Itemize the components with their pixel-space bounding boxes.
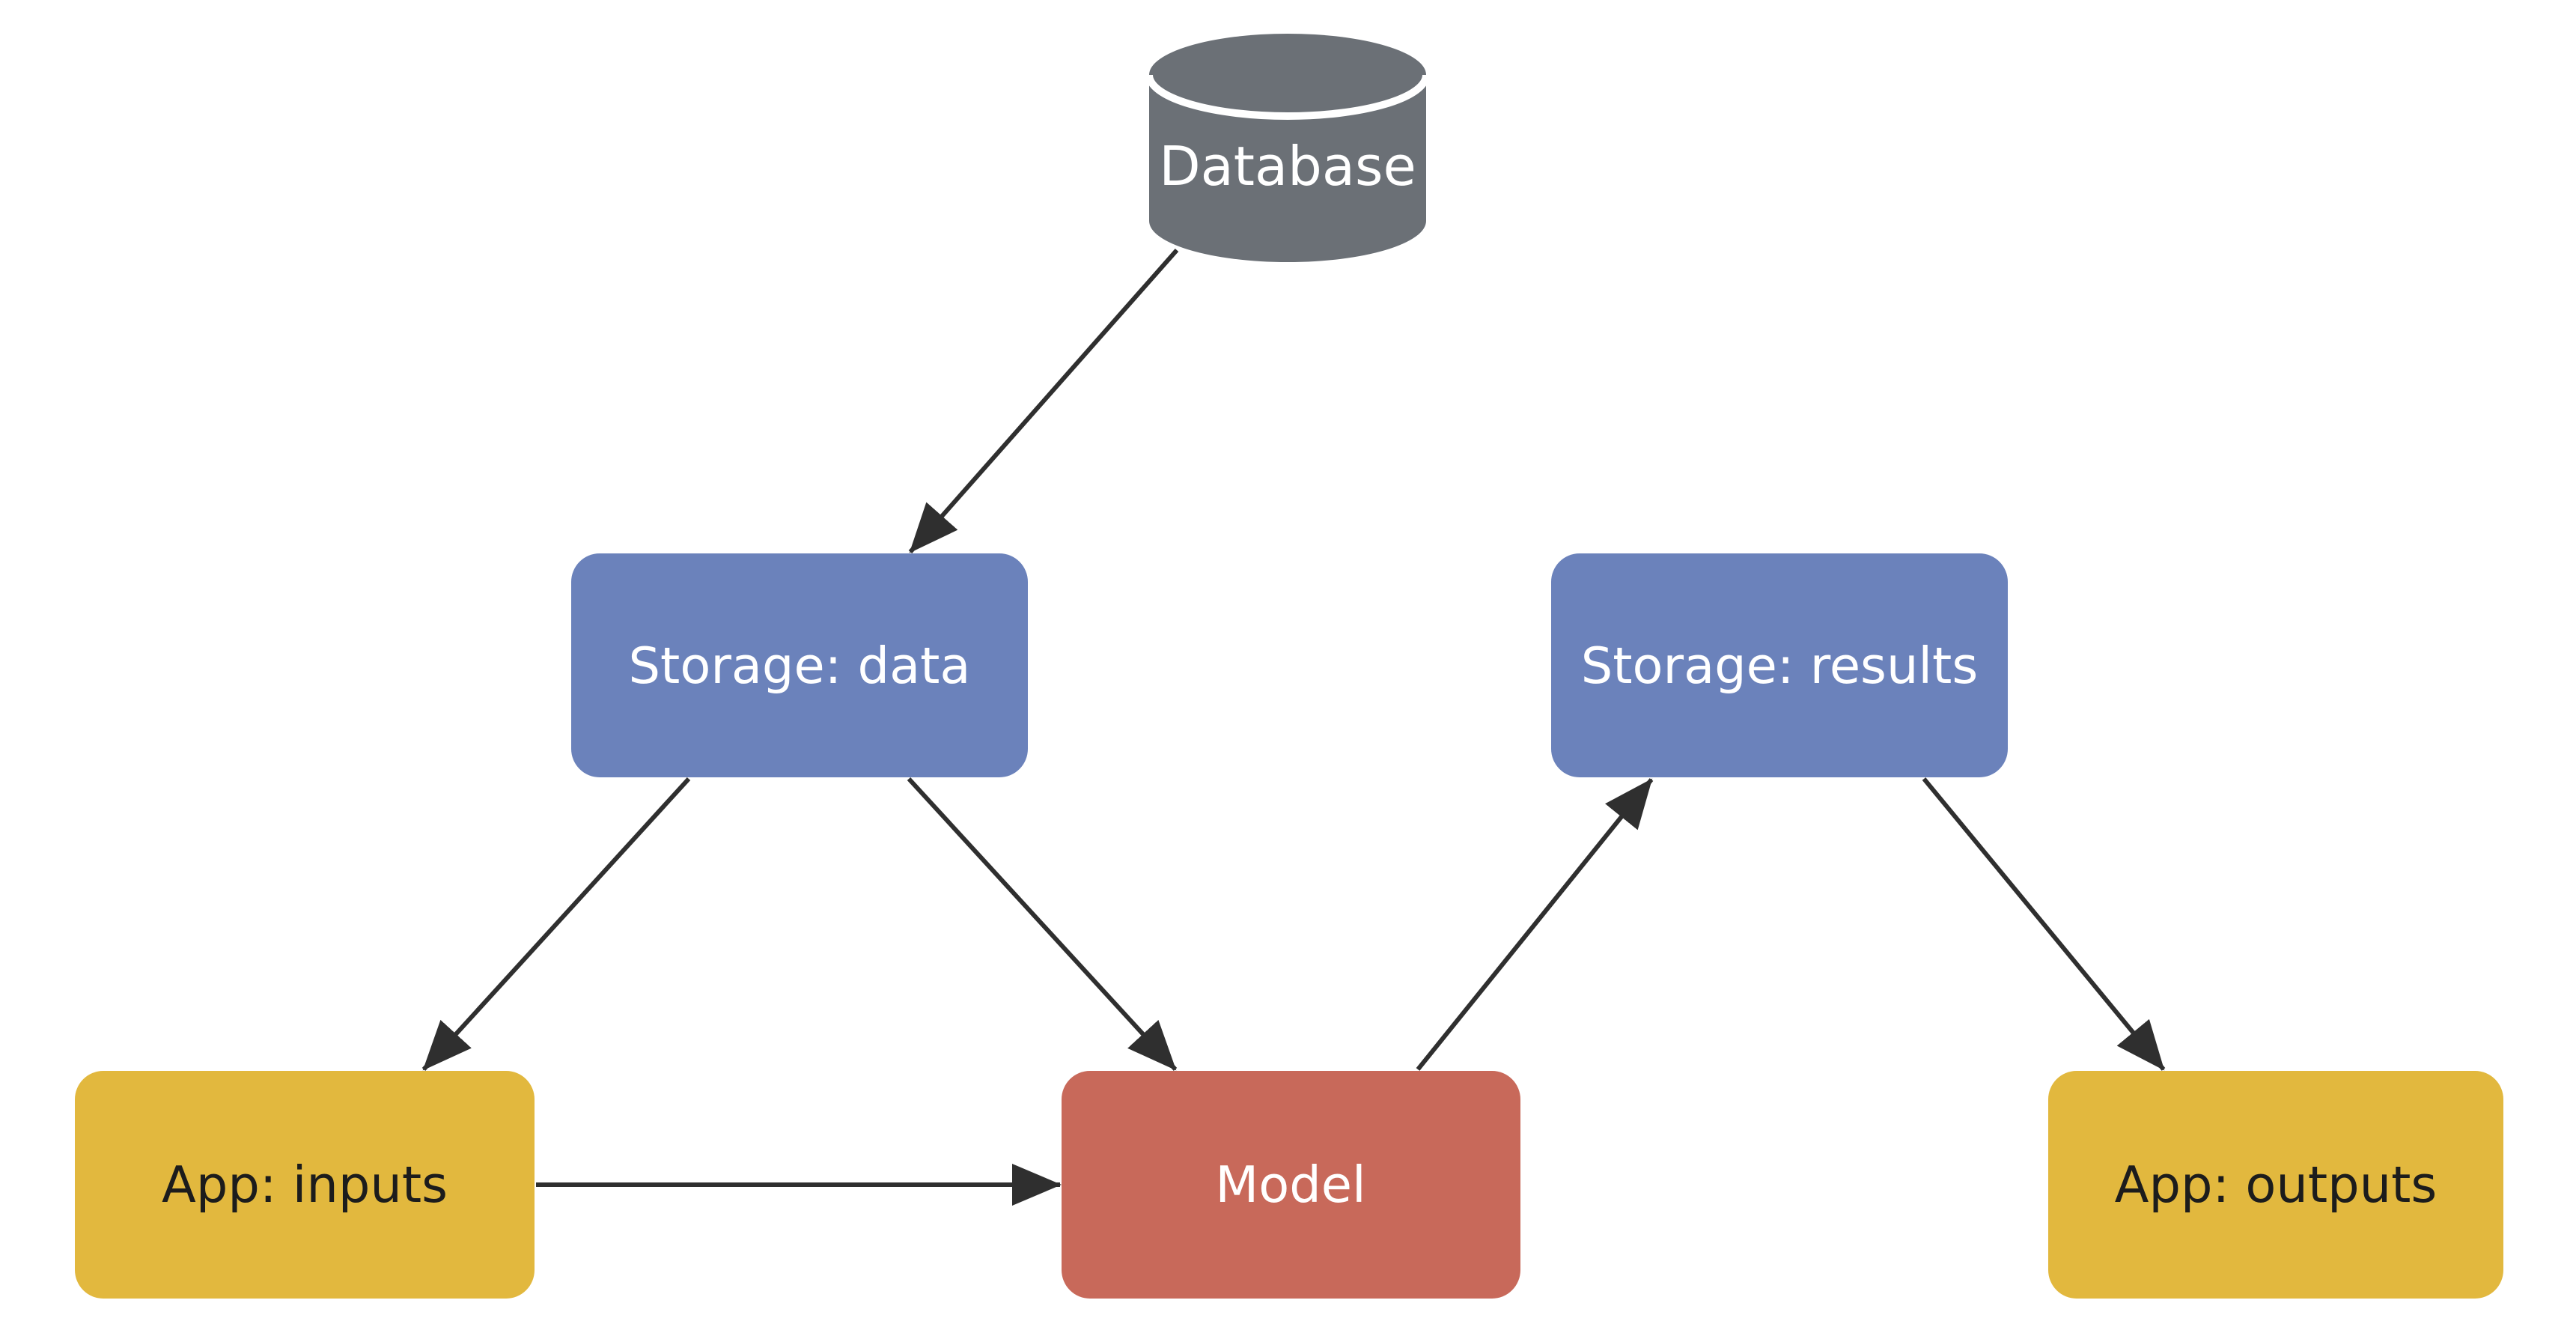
node-app-inputs-label: App: inputs: [162, 1156, 448, 1214]
edge-model-to-storage-results: [1416, 778, 1654, 1071]
node-app-outputs-box: [2048, 1071, 2503, 1299]
edge-storage-data-to-model: [907, 777, 1178, 1072]
node-storage-results-label: Storage: results: [1581, 637, 1978, 695]
node-model: Model: [1062, 1071, 1520, 1299]
node-database-label: Database: [1159, 135, 1416, 198]
edge-storage-results-to-app-outputs: [1922, 777, 2166, 1071]
node-app-outputs: App: outputs: [2048, 1071, 2503, 1299]
database-cylinder-rim: [1145, 74, 1430, 120]
node-model-box: [1062, 1071, 1520, 1299]
node-app-inputs: App: inputs: [75, 1071, 535, 1299]
edge-database-to-storage-data: [908, 249, 1179, 553]
edge-storage-data-to-app-inputs: [421, 777, 691, 1072]
node-storage-data: Storage: data: [571, 553, 1028, 777]
database-cylinder-body: [1149, 75, 1426, 262]
node-app-outputs-label: App: outputs: [2115, 1156, 2438, 1214]
node-database: Database: [1145, 34, 1430, 262]
database-cylinder-lid: [1149, 34, 1426, 116]
node-storage-results: Storage: results: [1551, 553, 2008, 777]
node-app-inputs-box: [75, 1071, 535, 1299]
node-model-label: Model: [1215, 1156, 1365, 1214]
node-storage-data-box: [571, 553, 1028, 777]
node-storage-data-label: Storage: data: [629, 637, 971, 695]
node-storage-results-box: [1551, 553, 2008, 777]
